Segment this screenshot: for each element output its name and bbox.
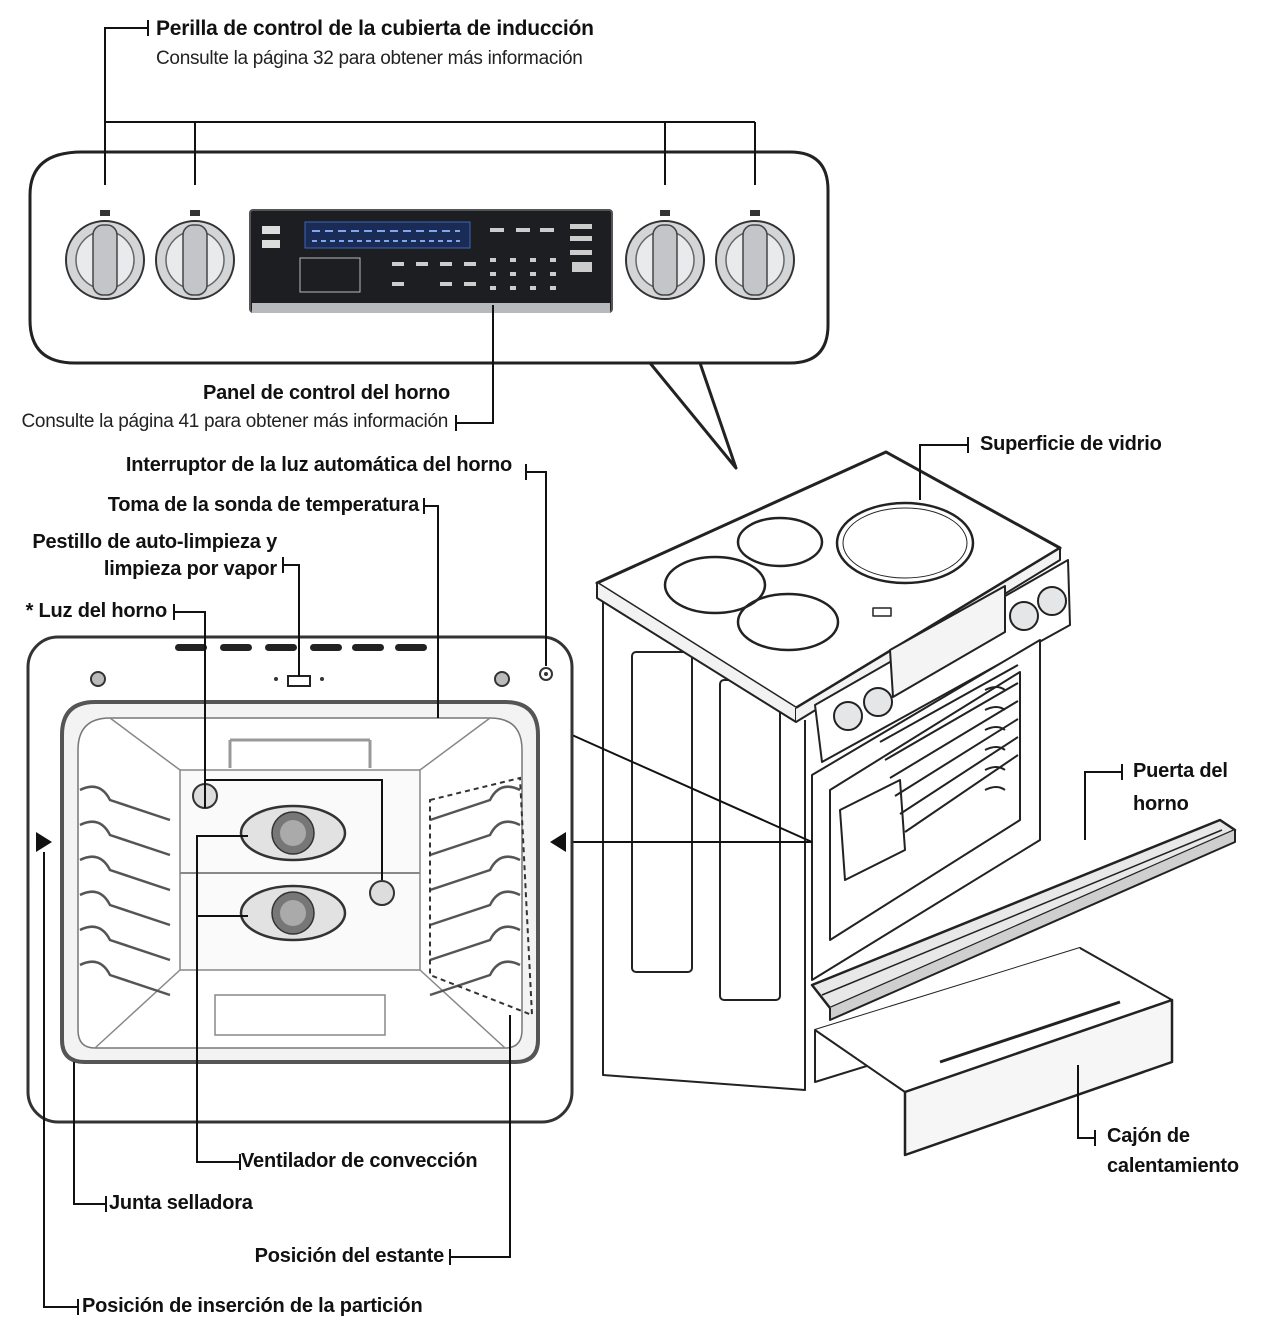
induction-knob-3: [625, 210, 705, 300]
range-connector-lines: [571, 734, 813, 843]
label-puerta-2: horno: [1133, 793, 1189, 815]
label-pestillo-2: limpieza por vapor: [103, 558, 277, 580]
convection-fan-upper: [239, 804, 347, 862]
label-ventilador: Ventilador de convección: [241, 1150, 478, 1172]
range-illustration: [595, 450, 1237, 1157]
label-superficie: Superficie de vidrio: [980, 433, 1162, 455]
induction-knob-4: [715, 210, 795, 300]
label-junta: Junta selladora: [109, 1192, 253, 1214]
front-leader-lines: [43, 464, 547, 1315]
label-panel-sub: Consulte la página 41 para obtener más i…: [21, 411, 449, 432]
induction-knob-2: [155, 210, 235, 300]
label-perilla-title: Perilla de control de la cubierta de ind…: [156, 17, 594, 40]
convection-fan-lower: [239, 884, 347, 942]
label-interruptor: Interruptor de la luz automática del hor…: [125, 454, 512, 476]
panel-leader-line: [455, 305, 494, 431]
range-leader-lines: [919, 437, 1123, 1146]
perilla-leader-lines: [104, 20, 756, 185]
label-cajon-1: Cajón de: [1107, 1125, 1190, 1147]
oven-front-view: [26, 635, 574, 1124]
label-cajon-2: calentamiento: [1107, 1155, 1239, 1177]
label-luz: * Luz del horno: [25, 600, 168, 622]
label-puerta-1: Puerta del: [1133, 760, 1228, 782]
label-toma: Toma de la sonda de temperatura: [107, 494, 419, 516]
induction-knob-1: [65, 210, 145, 300]
label-panel-title: Panel de control del horno: [202, 382, 450, 404]
oven-control-display: [249, 209, 613, 313]
partition-marker-right: [550, 832, 566, 852]
label-pestillo-1: Pestillo de auto-limpieza y: [32, 531, 277, 553]
partition-marker-left: [36, 832, 52, 852]
label-particion: Posición de inserción de la partición: [82, 1295, 423, 1317]
label-estante: Posición del estante: [254, 1245, 445, 1267]
label-perilla-sub: Consulte la página 32 para obtener más i…: [156, 48, 583, 69]
